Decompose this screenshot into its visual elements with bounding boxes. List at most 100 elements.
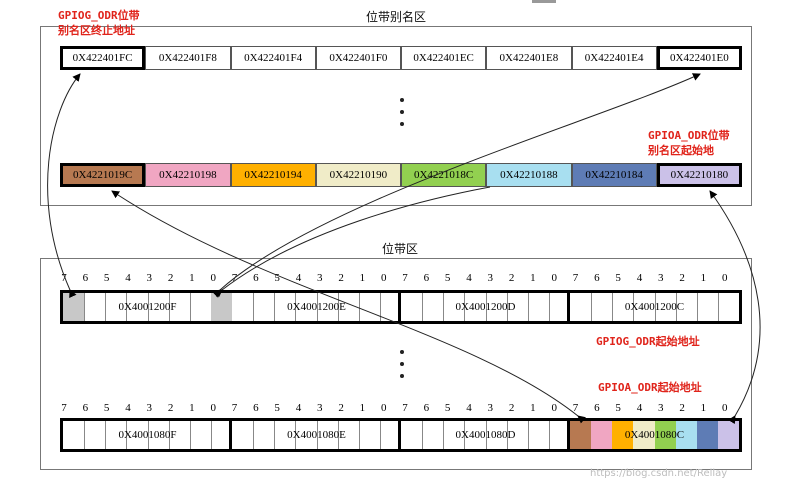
- byte-segment: 0X4001200F: [63, 293, 232, 321]
- alias-cell: 0X4221018C: [401, 163, 487, 187]
- bit-number: 0: [210, 272, 216, 284]
- bit-number: 5: [103, 272, 110, 284]
- bit-divider: [591, 293, 593, 321]
- bit-divider: [717, 293, 719, 321]
- bit-divider: [316, 421, 318, 449]
- bit-number: 3: [658, 402, 664, 414]
- bit-number: 4: [636, 402, 643, 414]
- byte-address-label: 0X4001200E: [287, 301, 346, 313]
- alias-cell: 0X422401EC: [401, 46, 487, 70]
- ellipsis-dot: [400, 98, 404, 102]
- alias-ellipsis: [400, 98, 404, 134]
- bit-number: 2: [679, 272, 685, 284]
- colored-bit: [633, 421, 655, 449]
- alias-cell: 0X42210188: [486, 163, 572, 187]
- bit-divider: [464, 421, 466, 449]
- alias-cell: 0X422401E4: [571, 46, 657, 70]
- bit-divider: [485, 421, 487, 449]
- bit-divider: [527, 293, 529, 321]
- byte-address-label: 0X4001080E: [287, 429, 346, 441]
- bit-number: 4: [295, 402, 302, 414]
- bit-number: 5: [103, 402, 110, 414]
- bit-number: 2: [338, 272, 344, 284]
- bit-divider: [612, 293, 614, 321]
- colored-bit: [696, 421, 718, 449]
- byte-segment: 0X4001080F: [63, 421, 232, 449]
- bit-divider: [358, 421, 360, 449]
- top-scrollbar-thumb: [532, 0, 556, 3]
- bit-divider: [189, 293, 191, 321]
- bit-divider: [189, 421, 191, 449]
- alias-cell: 0X42210190: [315, 163, 401, 187]
- bit-number: 0: [380, 272, 387, 284]
- watermark: https://blog.csdn.net/Rellay: [590, 468, 728, 479]
- bit-divider: [295, 421, 297, 449]
- bit-number: 1: [700, 402, 707, 414]
- bit-number: 3: [487, 272, 494, 284]
- bit-number: 3: [658, 272, 664, 284]
- bit-number: 4: [466, 272, 472, 284]
- bit-number: 7: [231, 272, 238, 284]
- bit-number: 1: [359, 272, 366, 284]
- bit-divider: [274, 293, 276, 321]
- bit-divider: [358, 293, 360, 321]
- alias-cell: 0X42210198: [145, 163, 231, 187]
- bit-number: 7: [402, 272, 408, 284]
- bit-divider: [422, 421, 424, 449]
- bit-divider: [147, 421, 149, 449]
- bit-number: 5: [274, 272, 280, 284]
- byte-segment: 0X4001080D: [401, 421, 570, 449]
- bit-number: 2: [167, 272, 174, 284]
- bit-number: 0: [380, 402, 387, 414]
- bit-number: 6: [594, 272, 600, 284]
- bit-divider: [633, 293, 635, 321]
- bit-number: 6: [82, 402, 89, 414]
- bit-divider: [654, 293, 656, 321]
- ellipsis-dot: [400, 122, 404, 126]
- bit-number: 3: [146, 402, 153, 414]
- byte-segment: 0X4001200E: [232, 293, 401, 321]
- bit-divider: [527, 421, 529, 449]
- bit-number: 2: [508, 272, 515, 284]
- highlighted-bit: [63, 293, 85, 321]
- bit-number: 5: [444, 272, 451, 284]
- bit-number: 1: [530, 272, 536, 284]
- bit-divider: [422, 293, 424, 321]
- alias-cell: 0X42210184: [571, 163, 657, 187]
- bit-divider: [168, 421, 170, 449]
- bit-divider: [548, 293, 550, 321]
- bitband-ellipsis: [400, 350, 404, 386]
- bit-number: 7: [402, 402, 408, 414]
- bit-number: 0: [551, 272, 557, 284]
- alias-cell: 0X422401F8: [145, 46, 231, 70]
- colored-bit: [717, 421, 739, 449]
- colored-bit: [570, 421, 592, 449]
- bit-number: 6: [253, 402, 259, 414]
- byte-address-label: 0X4001080D: [455, 429, 516, 441]
- byte-address-label: 0X4001200F: [118, 301, 177, 313]
- bit-number: 0: [721, 272, 728, 284]
- bit-number: 2: [167, 402, 174, 414]
- alias-cell: 0X42210194: [230, 163, 316, 187]
- bit-number: 7: [61, 402, 67, 414]
- bit-number: 4: [636, 272, 643, 284]
- ellipsis-dot: [400, 374, 404, 378]
- bit-number: 6: [82, 272, 89, 284]
- bit-divider: [443, 293, 445, 321]
- bit-number: 7: [231, 402, 238, 414]
- bit-number: 6: [594, 402, 600, 414]
- bit-divider: [443, 421, 445, 449]
- bit-number: 5: [615, 272, 621, 284]
- alias-cell: 0X42210180: [656, 163, 742, 187]
- bit-divider: [84, 421, 86, 449]
- bit-divider: [379, 421, 381, 449]
- bit-number: 6: [423, 272, 430, 284]
- bit-number: 7: [572, 272, 579, 284]
- byte-segment: 0X4001080E: [232, 421, 401, 449]
- bit-divider: [696, 293, 698, 321]
- bit-divider: [337, 421, 339, 449]
